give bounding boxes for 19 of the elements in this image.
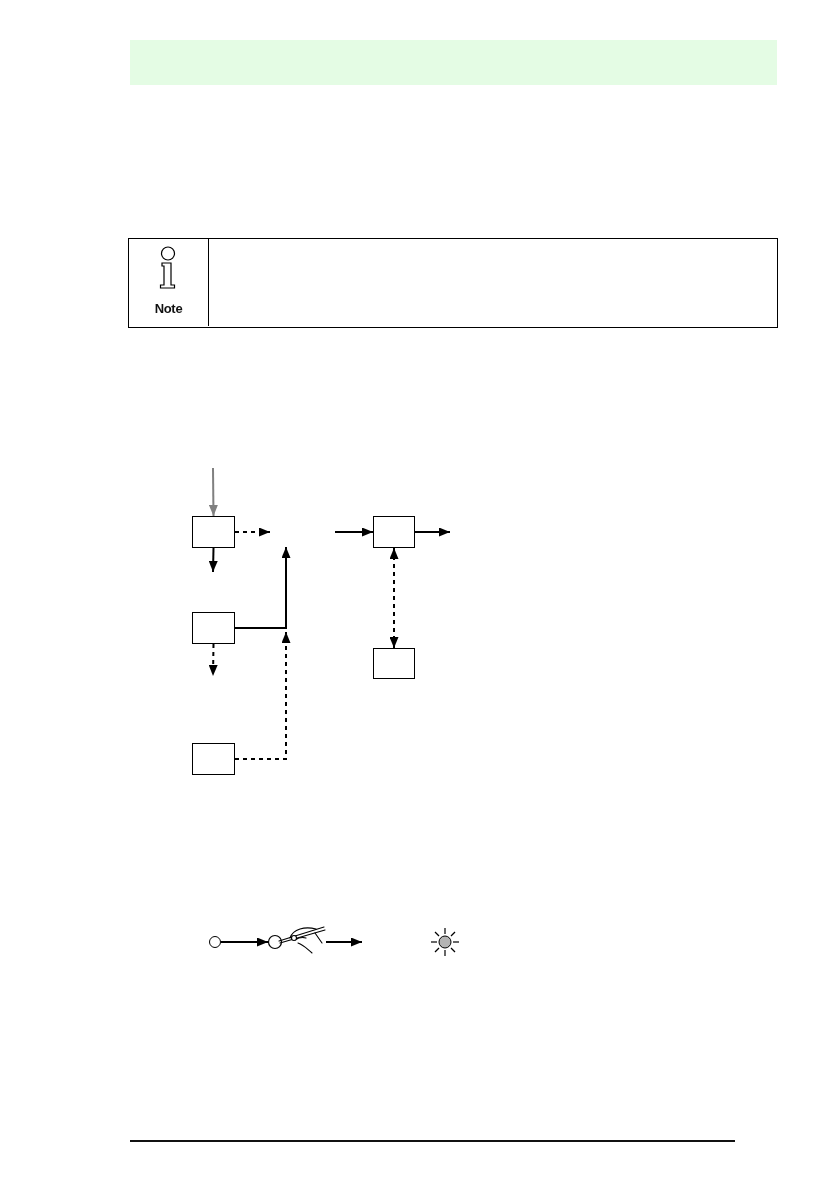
arrow [325,937,363,947]
arrow [208,467,218,517]
state-box [192,516,235,548]
state-box [192,743,235,775]
note-heading: Note [153,301,184,316]
arrow [208,547,218,573]
dashed-arrow [208,643,218,677]
arrow [220,937,269,947]
dashed-arrow [234,527,271,537]
note-box [128,238,778,328]
state-box [373,648,415,679]
dashed-double-arrow [389,547,399,649]
arrow [334,527,374,537]
arrow [234,546,291,629]
arrow [414,527,451,537]
state-box [373,516,415,548]
circle-symbol [209,936,221,948]
dashed-arrow [234,631,291,760]
state-box [192,612,235,644]
